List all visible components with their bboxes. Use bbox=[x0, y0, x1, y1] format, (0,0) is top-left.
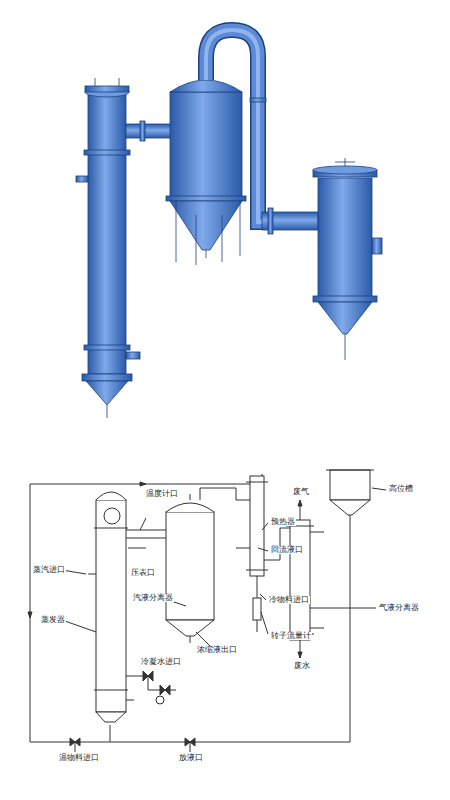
port-label: 温物料进口 bbox=[58, 754, 100, 762]
port-label: 放液口 bbox=[178, 754, 204, 762]
part-label: 高位槽 bbox=[388, 485, 414, 493]
part-label: 汽液分离器 bbox=[132, 594, 174, 602]
port-label: 回流液口 bbox=[270, 546, 304, 554]
port-label: 冷凝水进口 bbox=[140, 658, 182, 666]
port-label: 压表口 bbox=[130, 569, 156, 577]
part-label: 气液分离器 bbox=[378, 604, 420, 612]
part-label: 蒸发器 bbox=[40, 616, 66, 624]
port-label: 温度计口 bbox=[145, 490, 179, 498]
port-label: 冷物料进口 bbox=[268, 596, 310, 604]
port-label: 废气 bbox=[292, 488, 310, 496]
port-label: 浓缩液出口 bbox=[196, 646, 238, 654]
port-label: 蒸汽进口 bbox=[32, 566, 66, 574]
part-label: 转子流量计 bbox=[270, 632, 312, 640]
port-label: 废水 bbox=[293, 662, 311, 670]
part-label: 预热器 bbox=[270, 518, 296, 526]
